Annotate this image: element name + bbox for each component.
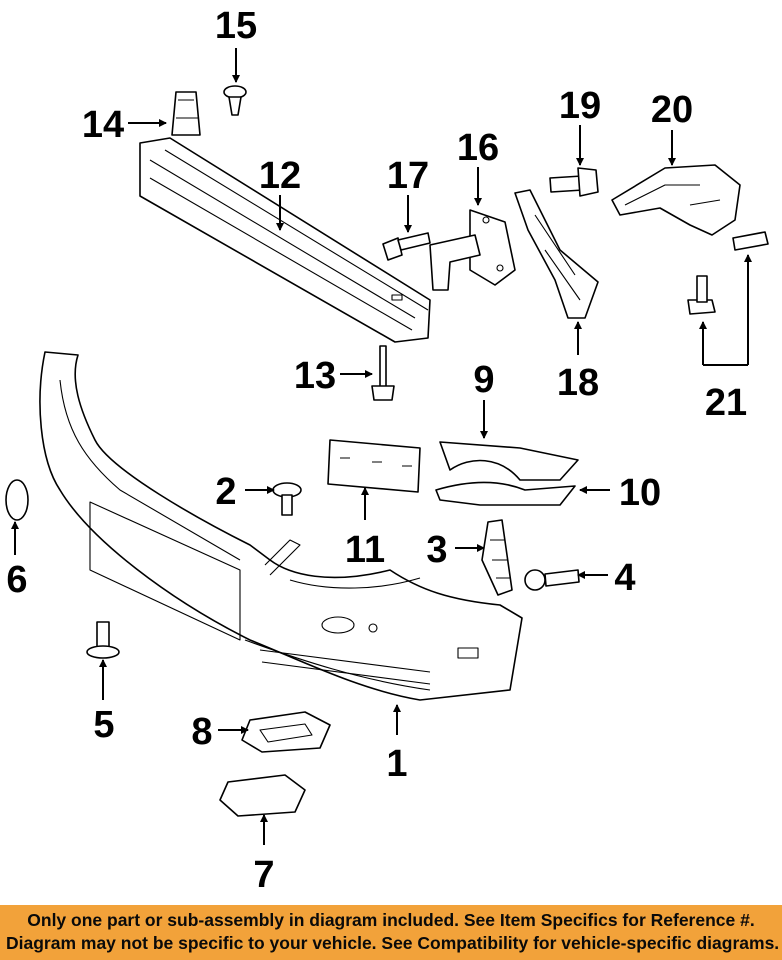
callout-18: 18 bbox=[557, 362, 599, 404]
callout-14: 14 bbox=[82, 104, 124, 146]
trim-part-9 bbox=[439, 441, 579, 481]
callout-11: 11 bbox=[345, 529, 385, 571]
callout-6: 6 bbox=[6, 559, 27, 601]
bumper-cover-part bbox=[39, 351, 523, 701]
callout-2: 2 bbox=[215, 471, 236, 513]
bolt-part-19 bbox=[549, 167, 599, 197]
plate-part-11 bbox=[327, 439, 421, 493]
callout-20: 20 bbox=[651, 89, 693, 131]
bolts-part-21 bbox=[687, 231, 769, 315]
bolt-part-5 bbox=[86, 621, 120, 659]
callout-7: 7 bbox=[253, 854, 274, 896]
disclaimer-line-2: Diagram may not be specific to your vehi… bbox=[6, 933, 780, 953]
bolt-part-13 bbox=[371, 345, 395, 401]
callout-19: 19 bbox=[559, 85, 601, 127]
bezel-part-8 bbox=[241, 711, 331, 753]
callout-8: 8 bbox=[191, 711, 212, 753]
bolt-part-17 bbox=[382, 232, 431, 261]
callout-16: 16 bbox=[457, 127, 499, 169]
screw-part-4 bbox=[524, 569, 580, 591]
callout-9: 9 bbox=[473, 359, 494, 401]
callout-4: 4 bbox=[614, 557, 635, 599]
callout-3: 3 bbox=[426, 529, 447, 571]
disclaimer-banner: Only one part or sub-assembly in diagram… bbox=[0, 905, 782, 960]
rivet-part-15 bbox=[223, 85, 247, 116]
leader-lines bbox=[11, 48, 752, 845]
trim-part-10 bbox=[435, 481, 576, 506]
mount-bracket-part bbox=[429, 209, 516, 291]
side-bracket-part bbox=[514, 189, 599, 319]
guide-bracket-part bbox=[611, 164, 741, 236]
reinforcement-bar-part bbox=[139, 137, 431, 343]
disclaimer-line-1: Only one part or sub-assembly in diagram… bbox=[27, 910, 755, 930]
callout-5: 5 bbox=[93, 704, 114, 746]
rivet-part-2 bbox=[272, 482, 302, 516]
clip-part-14 bbox=[171, 91, 201, 136]
callout-17: 17 bbox=[387, 155, 429, 197]
callout-1: 1 bbox=[386, 743, 407, 785]
callout-13: 13 bbox=[294, 355, 336, 397]
callout-21: 21 bbox=[705, 382, 747, 424]
callout-12: 12 bbox=[259, 155, 301, 197]
bracket-part-3 bbox=[481, 519, 513, 596]
callout-15: 15 bbox=[215, 5, 257, 47]
cap-part-7 bbox=[219, 774, 306, 817]
grommet-part-6 bbox=[5, 479, 29, 521]
callout-10: 10 bbox=[619, 472, 661, 514]
parts-diagram: 1 2 3 4 5 6 7 8 9 10 11 12 13 14 15 16 1… bbox=[5, 5, 769, 896]
